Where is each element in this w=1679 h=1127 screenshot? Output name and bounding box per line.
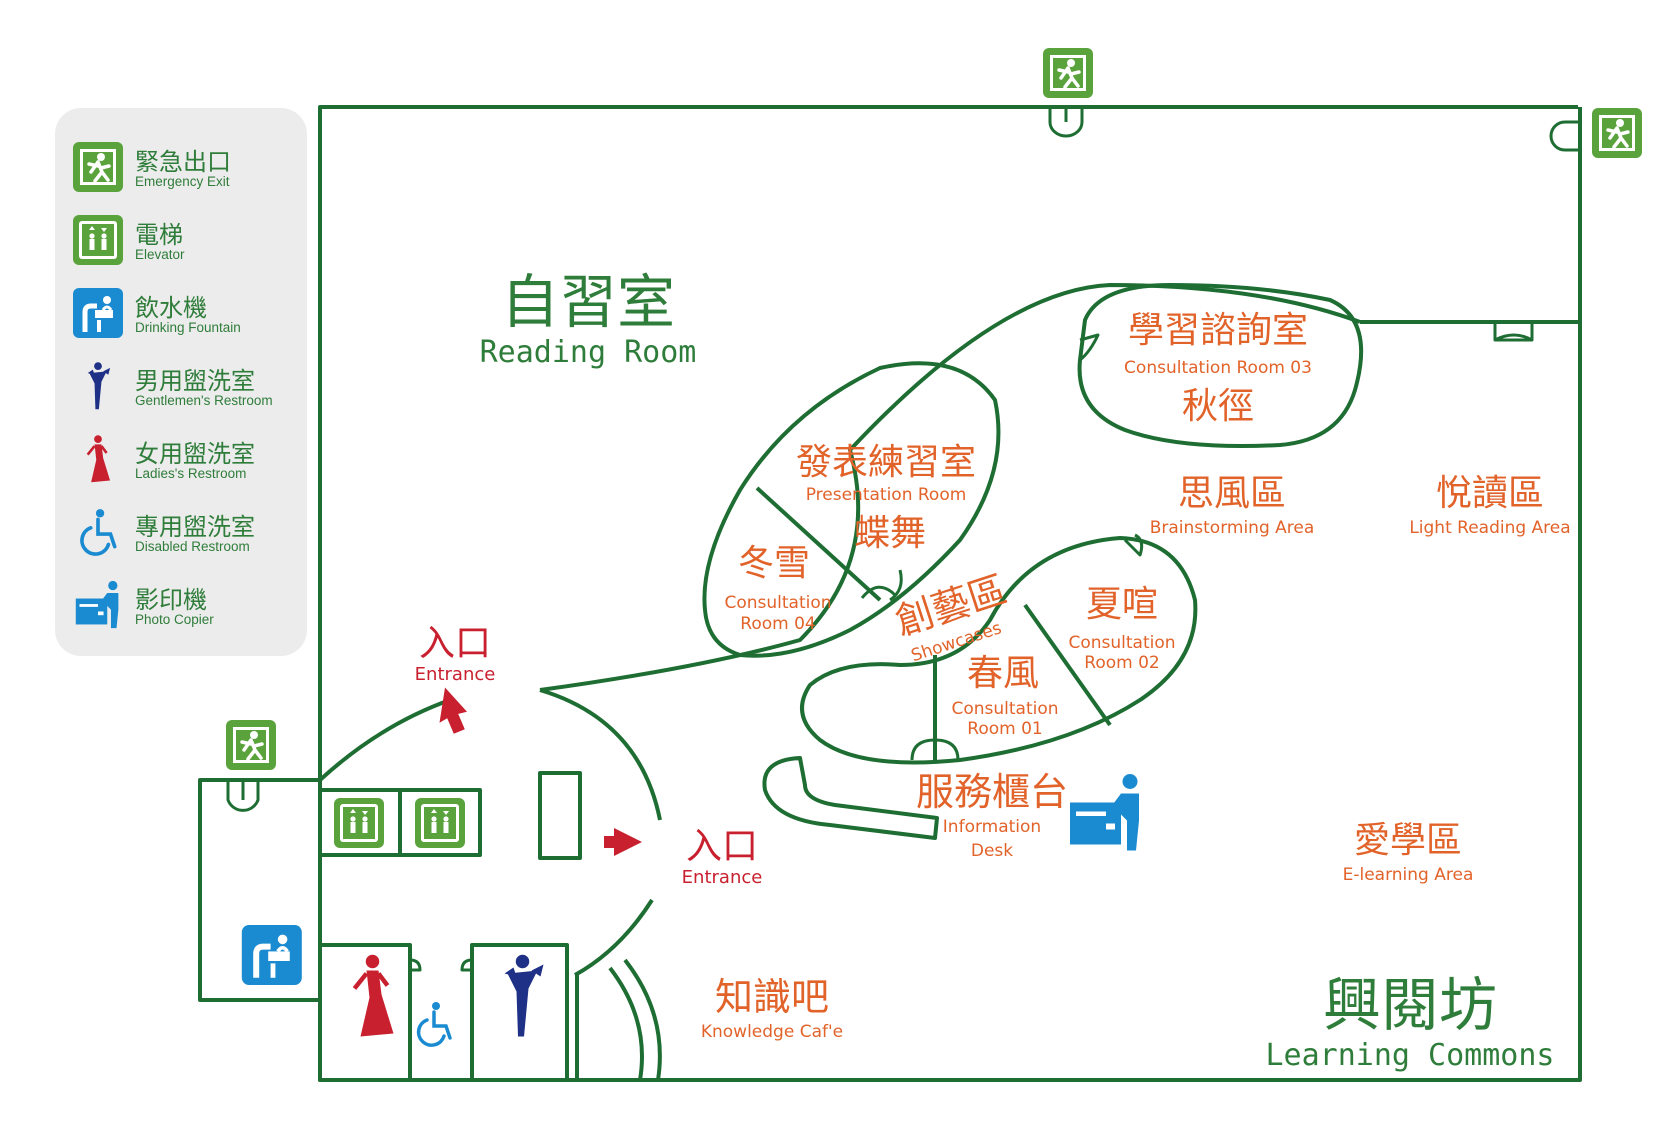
entrance-arrow-right-icon xyxy=(604,828,642,856)
knowledge-cafe-subtitle: Knowledge Caf'e xyxy=(701,1022,843,1042)
legend-label-en: Photo Copier xyxy=(135,612,214,627)
legend-label-zh: 專用盥洗室 xyxy=(135,513,255,541)
disabled-restroom-icon xyxy=(416,1000,452,1047)
entrance-arrow-up-icon xyxy=(439,687,467,734)
legend-label-en: Disabled Restroom xyxy=(135,539,250,554)
mens-restroom-icon xyxy=(504,954,544,1037)
presentation-room-title: 發表練習室 xyxy=(796,442,976,483)
legend-item-photo-copier: 影印機 Photo Copier xyxy=(73,576,303,636)
elevator-icon xyxy=(334,798,384,848)
top-wall xyxy=(318,105,1578,780)
reading-room-title: 自習室 xyxy=(501,268,675,336)
disabled-restroom-icon xyxy=(80,507,117,556)
consultation-room-03-outline xyxy=(1077,283,1364,448)
learning-commons-subtitle: Learning Commons xyxy=(1266,1038,1555,1073)
emergency-exit-icon xyxy=(73,142,123,192)
legend-label-en: Emergency Exit xyxy=(135,174,230,189)
emergency-exit-icon xyxy=(1041,46,1095,100)
consultation-room-02-label: Consultation xyxy=(1068,633,1175,653)
consultation-room-02-name: 夏喧 xyxy=(1086,584,1158,625)
photo-copier-icon xyxy=(75,580,119,629)
elevator-icon xyxy=(415,798,465,848)
drinking-fountain-icon xyxy=(73,288,123,338)
presentation-room-subtitle: Presentation Room xyxy=(806,485,967,505)
knowledge-cafe-title: 知識吧 xyxy=(715,975,829,1019)
legend-item-ladies-restroom: 女用盥洗室 Ladies's Restroom xyxy=(73,430,303,490)
reading-room-subtitle: Reading Room xyxy=(480,335,697,370)
legend-label-en: Gentlemen's Restroom xyxy=(135,393,273,408)
consultation-room-03-name: 秋徑 xyxy=(1182,386,1254,427)
legend-label-zh: 女用盥洗室 xyxy=(135,440,255,468)
legend-item-drinking-fountain: 飲水機 Drinking Fountain xyxy=(73,284,303,344)
information-desk-desc: Desk xyxy=(971,841,1013,861)
entrance-top-subtitle: Entrance xyxy=(415,664,496,685)
consultation-room-03-subtitle: Consultation Room 03 xyxy=(1124,358,1312,378)
legend-label-en: Drinking Fountain xyxy=(135,320,241,335)
consultation-room-04-number: Room 04 xyxy=(740,614,815,634)
brainstorming-area-subtitle: Brainstorming Area xyxy=(1150,518,1315,538)
entrance-top-title: 入口 xyxy=(419,623,491,664)
legend-label-en: Ladies's Restroom xyxy=(135,466,247,481)
legend-label-zh: 男用盥洗室 xyxy=(135,367,255,395)
light-reading-area-subtitle: Light Reading Area xyxy=(1409,518,1570,538)
legend-item-disabled-restroom: 專用盥洗室 Disabled Restroom xyxy=(73,503,303,563)
consultation-room-01-name: 春風 xyxy=(967,653,1039,694)
map-legend: 緊急出口 Emergency Exit 電梯 Elevator 飲水機 Drin… xyxy=(55,108,307,656)
consultation-room-03-title: 學習諮詢室 xyxy=(1128,310,1308,351)
ladies-restroom-icon xyxy=(86,434,112,484)
photo-copier-icon xyxy=(1070,774,1139,851)
consultation-room-01-label: Consultation xyxy=(951,699,1058,719)
legend-item-emergency-exit: 緊急出口 Emergency Exit xyxy=(73,138,303,198)
consultation-room-02-number: Room 02 xyxy=(1084,653,1159,673)
drinking-fountain-icon xyxy=(242,925,302,985)
consultation-room-04-label: Consultation xyxy=(724,593,831,613)
legend-item-mens-restroom: 男用盥洗室 Gentlemen's Restroom xyxy=(73,357,303,417)
elearning-area-subtitle: E-learning Area xyxy=(1343,865,1474,885)
elevator-icon xyxy=(73,215,123,265)
legend-label-zh: 飲水機 xyxy=(135,294,207,322)
presentation-room-outline xyxy=(702,361,1001,658)
legend-label-en: Elevator xyxy=(135,247,185,262)
legend-item-elevator: 電梯 Elevator xyxy=(73,211,303,271)
brainstorming-area-title: 思風區 xyxy=(1178,473,1286,514)
emergency-exit-icon xyxy=(1590,106,1644,160)
ladies-restroom-icon xyxy=(355,955,394,1037)
outer-wall xyxy=(198,107,1582,1082)
learning-commons-title: 興閱坊 xyxy=(1323,971,1497,1039)
consultation-room-04-name: 冬雪 xyxy=(738,543,810,584)
legend-label-zh: 電梯 xyxy=(135,221,183,249)
entrance-right-title: 入口 xyxy=(686,826,758,867)
entrance-right-subtitle: Entrance xyxy=(682,867,763,888)
elearning-area-title: 愛學區 xyxy=(1354,820,1462,861)
mens-restroom-icon xyxy=(87,362,111,410)
reading-room-partition xyxy=(539,283,1361,692)
consultation-room-01-number: Room 01 xyxy=(967,719,1042,739)
presentation-room-name: 蝶舞 xyxy=(854,513,926,554)
legend-label-zh: 影印機 xyxy=(135,586,207,614)
legend-label-zh: 緊急出口 xyxy=(135,148,231,176)
information-desk-label: Information xyxy=(943,817,1041,837)
light-reading-area-title: 悅讀區 xyxy=(1436,473,1544,514)
emergency-exit-icon xyxy=(224,718,278,772)
information-desk-counter xyxy=(762,756,939,840)
information-desk-title: 服務櫃台 xyxy=(916,770,1068,814)
